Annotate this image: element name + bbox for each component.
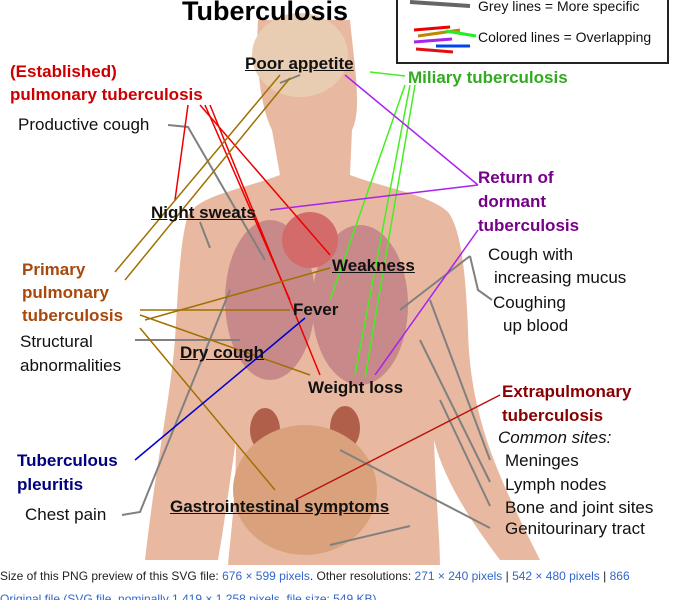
- label-pleuritis-1: Tuberculous: [17, 451, 118, 470]
- label-bone-joint: Bone and joint sites: [505, 498, 654, 517]
- label-extrapulmonary-1: Extrapulmonary: [502, 382, 632, 401]
- label-dormant-3: tuberculosis: [478, 216, 580, 235]
- grey-lines: [121, 74, 493, 546]
- label-cough-mucus-1: Cough with: [488, 245, 574, 264]
- label-cough-mucus-2: increasing mucus: [494, 268, 627, 287]
- label-common-sites: Common sites:: [498, 428, 612, 447]
- link-res-866[interactable]: 866: [609, 569, 630, 583]
- label-genitourinary: Genitourinary tract: [505, 519, 645, 538]
- label-coughing-blood-1: Coughing: [493, 293, 566, 312]
- intestines: [233, 425, 377, 555]
- darkred-line: [294, 394, 501, 501]
- label-established-1: (Established): [10, 62, 117, 81]
- separator: |: [502, 569, 513, 583]
- label-miliary: Miliary tuberculosis: [408, 68, 568, 87]
- label-fever: Fever: [293, 300, 339, 319]
- label-meninges: Meninges: [505, 451, 579, 470]
- label-gi-symptoms: Gastrointestinal symptoms: [170, 497, 390, 516]
- label-productive-cough: Productive cough: [18, 115, 150, 134]
- label-primary-3: tuberculosis: [22, 306, 124, 325]
- red-lines: [174, 104, 331, 376]
- original-file-link[interactable]: Original file (SVG file, nominally 1,419…: [0, 592, 377, 600]
- label-dormant-2: dormant: [478, 192, 546, 211]
- label-weight-loss: Weight loss: [308, 378, 404, 397]
- link-res-542[interactable]: 542 × 480 pixels: [512, 569, 600, 583]
- heart: [282, 212, 338, 268]
- label-lymph-nodes: Lymph nodes: [505, 475, 607, 494]
- label-night-sweats: Night sweats: [151, 203, 256, 222]
- legend-colored-text: Colored lines = Overlapping: [478, 29, 652, 45]
- footer-prefix: Size of this PNG preview of this SVG fil…: [0, 569, 223, 583]
- label-structural-1: Structural: [20, 332, 93, 351]
- label-structural-2: abnormalities: [20, 356, 122, 375]
- green-lines: [329, 71, 416, 379]
- label-dormant-1: Return of: [478, 168, 554, 187]
- label-dry-cough: Dry cough: [180, 343, 265, 362]
- legend-swatches: [409, 0, 477, 54]
- separator: |: [599, 569, 610, 583]
- label-primary-2: pulmonary: [22, 283, 109, 302]
- link-current-size[interactable]: 676 × 599 pixels: [222, 569, 310, 583]
- purple-lines: [269, 74, 479, 376]
- blue-line: [134, 317, 306, 461]
- label-pleuritis-2: pleuritis: [17, 475, 84, 494]
- preview-size-info: Size of this PNG preview of this SVG fil…: [0, 569, 630, 583]
- label-poor-appetite: Poor appetite: [245, 54, 354, 73]
- diagram-title: Tuberculosis: [182, 0, 349, 26]
- legend: Grey lines = More specific Colored lines…: [396, 0, 669, 64]
- label-extrapulmonary-2: tuberculosis: [502, 406, 604, 425]
- label-coughing-blood-2: up blood: [503, 316, 569, 335]
- link-res-271[interactable]: 271 × 240 pixels: [414, 569, 503, 583]
- label-established-2: pulmonary tuberculosis: [10, 85, 203, 104]
- label-primary-1: Primary: [22, 260, 86, 279]
- label-weakness: Weakness: [332, 256, 415, 275]
- footer-other: . Other resolutions:: [309, 569, 415, 583]
- brain: [252, 13, 348, 97]
- label-chest-pain: Chest pain: [25, 505, 107, 524]
- brown-lines: [114, 74, 331, 491]
- legend-grey-text: Grey lines = More specific: [478, 0, 640, 14]
